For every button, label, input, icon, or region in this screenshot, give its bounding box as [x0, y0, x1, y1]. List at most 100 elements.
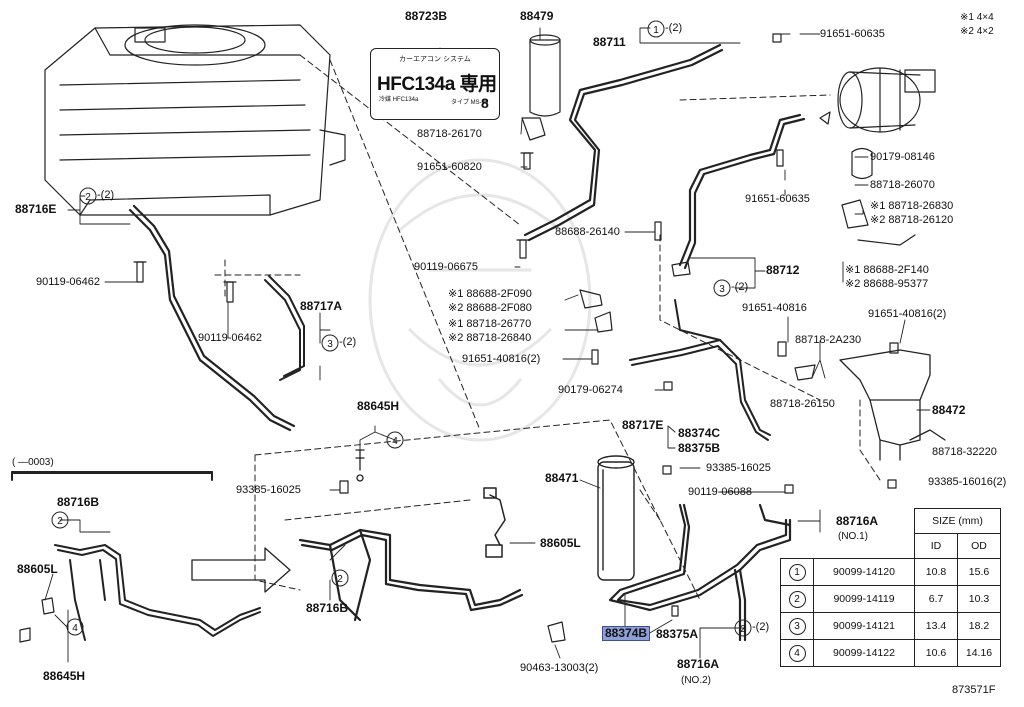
part-88717A[interactable]: 88717A	[300, 299, 343, 313]
direction-arrow	[191, 547, 291, 593]
part-88688-26140[interactable]: 88688-26140	[555, 226, 620, 238]
size-table: SIZE (mm) ID OD 1 90099-14120 10.8 15.6 …	[780, 508, 1001, 667]
svg-text:2: 2	[57, 516, 63, 527]
part-88711[interactable]: 88711	[593, 35, 626, 49]
table-row: 1 90099-14120 10.8 15.6	[780, 558, 1001, 586]
size-table-header-id: ID	[914, 533, 958, 559]
size-table-title: SIZE (mm)	[914, 508, 1001, 534]
watermark-emblem	[368, 158, 592, 442]
part-93385-16025-b[interactable]: 93385-16025	[706, 462, 771, 474]
part-88718-26120[interactable]: ※2 88718-26120	[870, 214, 954, 226]
row-number: 2	[788, 590, 806, 608]
part-88712[interactable]: 88712	[766, 263, 800, 277]
part-93385-16025-a[interactable]: 93385-16025	[236, 484, 301, 496]
part-88717E[interactable]: 88717E	[622, 418, 664, 432]
part-88718-26770[interactable]: ※1 88718-26770	[448, 318, 532, 330]
part-88718-26840[interactable]: ※2 88718-26840	[448, 332, 532, 344]
part-88479[interactable]: 88479	[520, 9, 554, 23]
part-88375B[interactable]: 88375B	[678, 441, 721, 455]
callout-88711-qty: -(2)	[665, 22, 683, 34]
part-91651-40816-c[interactable]: 91651-40816(2)	[868, 308, 947, 320]
note-4x4: ※1 4×4	[960, 12, 994, 23]
part-88645H-b[interactable]: 88645H	[43, 669, 86, 683]
part-90119-06462-b[interactable]: 90119-06462	[198, 332, 263, 344]
svg-text:4: 4	[72, 623, 78, 634]
table-row: 2 90099-14119 6.7 10.3	[780, 585, 1001, 613]
row-id: 10.8	[914, 558, 958, 586]
part-88716B-b[interactable]: 88716B	[306, 601, 349, 615]
row-id: 6.7	[914, 585, 958, 613]
part-90119-06675[interactable]: 90119-06675	[414, 261, 479, 273]
row-part[interactable]: 90099-14119	[813, 585, 915, 613]
row-part[interactable]: 90099-14122	[813, 639, 915, 667]
part-91651-60635-b[interactable]: 91651-60635	[745, 193, 810, 205]
part-88688-2F080[interactable]: ※2 88688-2F080	[448, 302, 532, 314]
part-88374C[interactable]: 88374C	[678, 426, 721, 440]
svg-text:2: 2	[337, 574, 343, 585]
part-88472[interactable]: 88472	[932, 403, 966, 417]
part-88605L-b[interactable]: 88605L	[540, 536, 581, 550]
refrigerant-label: カーエアコン システム HFC134a 専用 冷媒 HFC134a タイプ MS…	[370, 48, 500, 120]
receiver-88471	[597, 455, 635, 581]
part-90179-06274[interactable]: 90179-06274	[558, 384, 623, 396]
part-91651-60820[interactable]: 91651-60820	[417, 161, 482, 173]
svg-text:1: 1	[653, 25, 659, 36]
part-88718-26170[interactable]: 88718-26170	[417, 128, 482, 140]
part-91651-40816-b[interactable]: 91651-40816	[742, 302, 807, 314]
callout-circles	[51, 20, 752, 637]
part-93385-16016[interactable]: 93385-16016(2)	[928, 476, 1007, 488]
date-range-label: ( —0003)	[12, 457, 54, 468]
row-part[interactable]: 90099-14120	[813, 558, 915, 586]
callout-88717A-qty: -(2)	[339, 336, 357, 348]
part-90179-08146[interactable]: 90179-08146	[870, 151, 935, 163]
svg-text:4: 4	[392, 436, 398, 447]
part-91651-40816-a[interactable]: 91651-40816(2)	[462, 353, 541, 365]
part-90119-06088[interactable]: 90119-06088	[688, 486, 753, 498]
part-91651-60635-a[interactable]: 91651-60635	[820, 28, 885, 40]
part-90463-13003[interactable]: 90463-13003(2)	[520, 662, 599, 674]
refrigerant-label-top: カーエアコン システム	[399, 56, 471, 63]
part-88718-32220[interactable]: 88718-32220	[932, 446, 997, 458]
evaporator-unit	[44, 24, 346, 216]
part-90119-06462-a[interactable]: 90119-06462	[36, 276, 101, 288]
svg-text:2: 2	[85, 192, 91, 203]
inset-88716B	[11, 471, 261, 641]
row-part[interactable]: 90099-14121	[813, 612, 915, 640]
pipe-88711	[523, 43, 724, 242]
size-table-header-od: OD	[957, 533, 1001, 559]
callout-88716E-qty: -(2)	[97, 189, 115, 201]
part-88374B-highlighted[interactable]: 88374B	[601, 626, 651, 641]
part-88688-95377[interactable]: ※2 88688-95377	[845, 278, 929, 290]
part-88718-26070[interactable]: 88718-26070	[870, 179, 935, 191]
part-88716A-2[interactable]: 88716A	[677, 657, 720, 671]
part-88716A-1[interactable]: 88716A	[836, 514, 879, 528]
part-88605L-a[interactable]: 88605L	[17, 562, 58, 576]
pipe-88717A	[264, 275, 305, 381]
part-88471[interactable]: 88471	[545, 471, 579, 485]
pipe-88716A	[608, 503, 792, 642]
part-88718-26830[interactable]: ※1 88718-26830	[870, 200, 954, 212]
pipe-88716B	[298, 528, 524, 622]
part-88718-26150[interactable]: 88718-26150	[770, 398, 835, 410]
callout-88716A2-qty: -(2)	[752, 621, 770, 633]
refrigerant-label-bottom-right: タイプ MS-09	[451, 100, 489, 106]
table-row: 3 90099-14121 13.4 18.2	[780, 612, 1001, 640]
part-88645H-a[interactable]: 88645H	[357, 399, 400, 413]
part-88716B-a[interactable]: 88716B	[57, 495, 100, 509]
part-88723B[interactable]: 88723B	[405, 9, 448, 23]
part-88375A[interactable]: 88375A	[656, 627, 699, 641]
diagram-code: 873571F	[952, 684, 996, 696]
part-88688-2F090[interactable]: ※1 88688-2F090	[448, 288, 532, 300]
row-id: 13.4	[914, 612, 958, 640]
part-88716A-1-sub: (NO.1)	[838, 531, 868, 542]
callout-88712-qty: -(2)	[731, 281, 749, 293]
part-88718-2A230[interactable]: 88718-2A230	[795, 334, 862, 346]
part-88716E[interactable]: 88716E	[15, 202, 57, 216]
refrigerant-label-number: 8	[481, 95, 489, 111]
table-row: 4 90099-14122 10.6 14.16	[780, 639, 1001, 667]
pipe-88716E	[128, 204, 296, 432]
row-od: 18.2	[957, 612, 1001, 640]
pipe-88712	[678, 113, 806, 270]
part-88688-2F140[interactable]: ※1 88688-2F140	[845, 264, 929, 276]
